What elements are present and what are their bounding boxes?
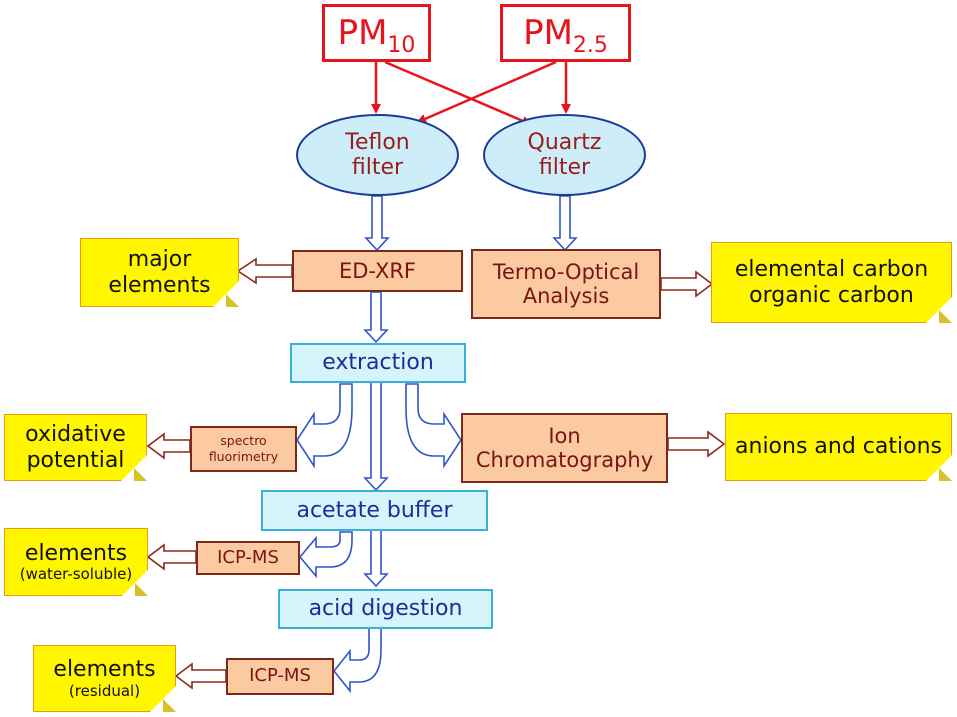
icpms-box-2: ICP-MS <box>226 658 334 695</box>
arrow-teflon-edxrf <box>364 195 390 252</box>
extraction-box: extraction <box>290 343 466 383</box>
arrow-icpms1-water <box>146 543 197 571</box>
note-fold-icon <box>939 310 952 323</box>
note-fold-icon <box>135 583 148 596</box>
arrow-quartz-toa <box>552 195 578 252</box>
arrow-acetate-acid <box>363 529 389 588</box>
acetate-buffer-box: acetate buffer <box>261 490 488 531</box>
note-fold-icon <box>939 468 952 481</box>
arrow-acid-icpms2 <box>332 627 382 694</box>
note-fold-icon <box>226 294 239 307</box>
pm25-box: PM2.5 <box>500 4 631 62</box>
arrow-ion-ions <box>667 430 726 458</box>
arrow-extraction-spectro <box>296 383 353 469</box>
major-elements-note: major elements <box>80 238 240 308</box>
icpms-box-1: ICP-MS <box>196 541 300 575</box>
termo-optical-box: Termo-Optical Analysis <box>471 249 661 319</box>
flow-arrows <box>296 195 578 694</box>
edxrf-box: ED-XRF <box>292 250 463 292</box>
note-fold-icon <box>134 468 147 481</box>
residual-note: elements (residual) <box>33 645 177 713</box>
pm10-label: PM10 <box>337 13 416 58</box>
note-fold-icon <box>163 699 176 712</box>
oxidative-potential-note: oxidative potential <box>4 414 148 482</box>
carbon-note: elemental carbon organic carbon <box>711 242 953 324</box>
teflon-filter: Teflon filter <box>296 114 459 196</box>
arrow-extraction-acetate <box>363 381 389 492</box>
acid-digestion-box: acid digestion <box>278 589 493 629</box>
water-soluble-note: elements (water-soluble) <box>4 528 149 597</box>
ion-chromatography-box: Ion Chromatography <box>461 413 668 483</box>
arrow-edxrf-major <box>236 257 293 285</box>
arrow-pm10-quartz <box>384 60 532 126</box>
arrow-spectro-oxidative <box>146 432 191 460</box>
anions-cations-note: anions and cations <box>725 413 953 482</box>
output-arrows <box>146 257 726 690</box>
arrow-edxrf-extraction <box>363 291 389 344</box>
arrow-icpms2-residual <box>174 662 227 690</box>
pm10-box: PM10 <box>322 4 431 62</box>
pm25-label: PM2.5 <box>523 13 608 58</box>
arrow-pm25-teflon <box>416 60 557 124</box>
quartz-filter: Quartz filter <box>483 114 646 196</box>
arrow-acetate-icpms1 <box>298 531 353 579</box>
source-arrows <box>371 60 571 126</box>
spectro-fluorimetry-box: spectro fluorimetry <box>190 426 297 472</box>
arrow-extraction-ion <box>405 383 462 469</box>
arrow-toa-carbon <box>660 270 714 298</box>
